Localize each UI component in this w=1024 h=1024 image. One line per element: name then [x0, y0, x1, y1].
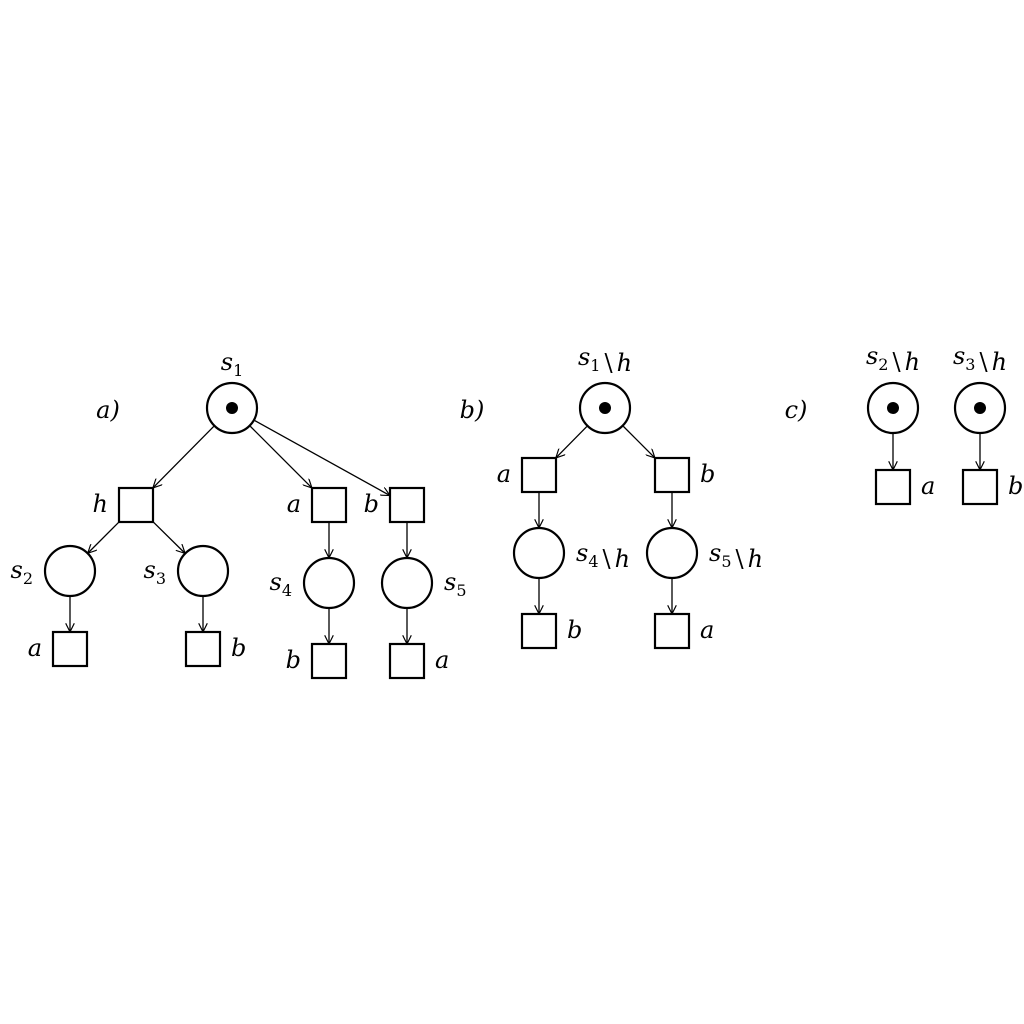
transition-label-a_b1: b — [364, 490, 379, 518]
place-a_s5 — [380, 556, 434, 610]
transition-label-b_b2: b — [567, 616, 582, 644]
transition-label-b_a1: a — [497, 460, 511, 488]
transition-label-a_b3: b — [286, 646, 301, 674]
transition-label-a_a3: a — [435, 646, 449, 674]
place-b_s5 — [645, 526, 699, 580]
place-label-b_s5: s5\h — [709, 539, 763, 573]
arc-a_h-to-a_s2 — [88, 522, 119, 553]
transition-label-a_a1: a — [287, 490, 301, 518]
transition-a_a3 — [388, 642, 426, 680]
place-label-c_s3: s3\h — [953, 342, 1007, 376]
transition-c_b — [961, 468, 999, 506]
panel-label-b: b) — [460, 396, 485, 424]
place-label-c_s2: s2\h — [866, 342, 920, 376]
transition-c_a — [874, 468, 912, 506]
token-c_s2 — [887, 402, 899, 414]
transition-label-b_a2: a — [700, 616, 714, 644]
token-b_s1 — [599, 402, 611, 414]
place-label-a_s5: s5 — [444, 568, 467, 600]
arc-a_s1-to-a_a1 — [249, 425, 311, 487]
place-label-b_s4: s4\h — [576, 539, 630, 573]
arc-a_s1-to-a_h — [154, 426, 215, 487]
place-a_s2 — [43, 544, 97, 598]
transition-label-a_b2: b — [231, 634, 246, 662]
place-label-b_s1: s1\h — [578, 343, 632, 377]
transition-b_a1 — [520, 456, 558, 494]
panel-label-c: c) — [785, 396, 808, 424]
transition-label-c_b: b — [1008, 472, 1023, 500]
transition-a_a1 — [310, 486, 348, 524]
arc-a_s1-to-a_b1 — [254, 420, 389, 495]
place-label-a_s3: s3 — [143, 556, 166, 588]
place-label-a_s2: s2 — [10, 556, 33, 588]
transition-label-c_a: a — [921, 472, 935, 500]
token-a_s1 — [226, 402, 238, 414]
place-label-a_s1: s1 — [221, 348, 244, 380]
transition-label-b_b1: b — [700, 460, 715, 488]
place-label-a_s4: s4 — [269, 568, 292, 600]
transition-b_b1 — [653, 456, 691, 494]
transition-b_b2 — [520, 612, 558, 650]
transition-a_b1 — [388, 486, 426, 524]
transition-a_h — [117, 486, 155, 524]
transition-a_b3 — [310, 642, 348, 680]
arc-b_s1-to-b_b1 — [622, 425, 654, 457]
transition-a_b2 — [184, 630, 222, 668]
place-b_s4 — [512, 526, 566, 580]
transition-b_a2 — [653, 612, 691, 650]
place-a_s3 — [176, 544, 230, 598]
place-a_s4 — [302, 556, 356, 610]
panel-label-a: a) — [96, 396, 120, 424]
transition-label-a_h: h — [93, 490, 108, 518]
transition-a_a2 — [51, 630, 89, 668]
arc-b_s1-to-b_a1 — [556, 426, 588, 458]
transition-label-a_a2: a — [28, 634, 42, 662]
token-c_s3 — [974, 402, 986, 414]
arc-a_h-to-a_s3 — [153, 521, 185, 552]
